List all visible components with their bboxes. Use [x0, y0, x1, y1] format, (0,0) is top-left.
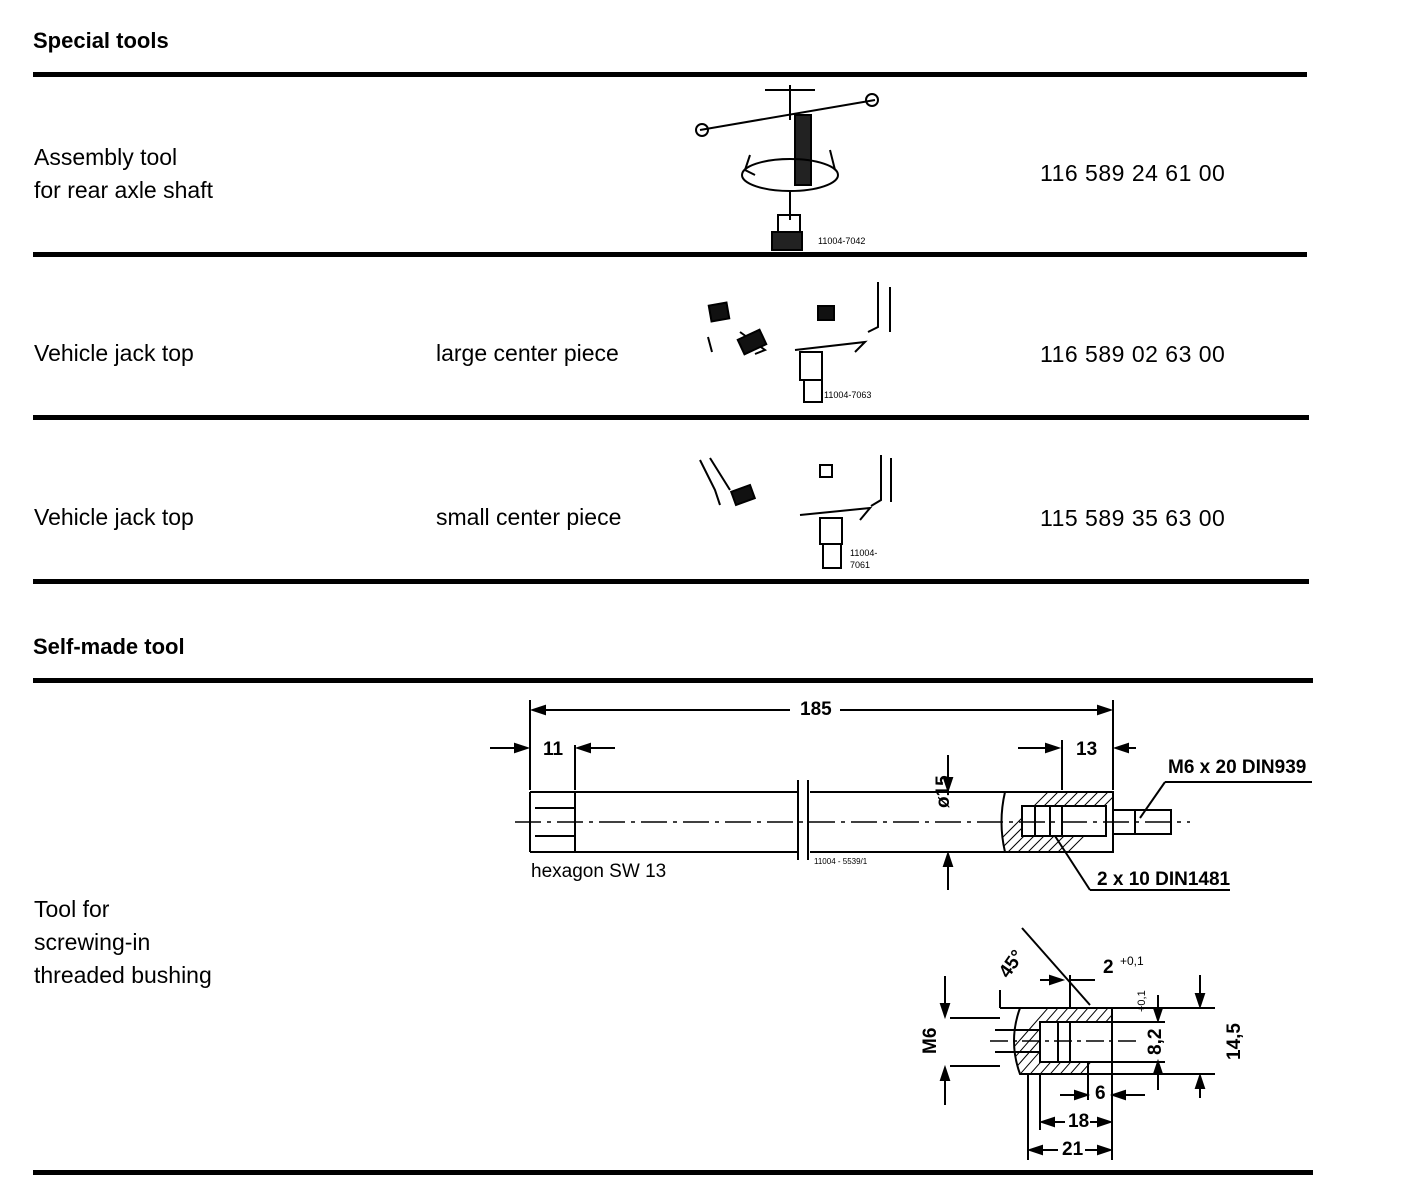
detail-6: 6: [1095, 1083, 1106, 1104]
assembly-tool-illustration: 11004-7042: [695, 85, 879, 251]
detail-gap: 2: [1103, 957, 1114, 978]
jack-top-large-illustration: 11004-7063: [707, 282, 891, 403]
row1-figure-code: 11004-7042: [818, 236, 865, 246]
rule-row2: [33, 415, 1309, 420]
screw-label: M6 x 20 DIN939: [1168, 757, 1307, 778]
self-made-tool-heading: Self-made tool: [33, 634, 185, 659]
row3-part-number: 115 589 35 63 00: [1040, 505, 1226, 531]
rule-self-made: [33, 678, 1313, 683]
pin-label: 2 x 10 DIN1481: [1097, 869, 1231, 890]
dim-13: 13: [1076, 739, 1098, 760]
diameter-label: ø15: [933, 775, 954, 808]
jack-top-small-illustration: 11004- 7061: [699, 455, 892, 570]
row2-description: Vehicle jack top: [34, 340, 194, 366]
detail-bore-tol: +0,1: [1136, 990, 1148, 1012]
self-made-description: Tool for screwing-in threaded bushing: [34, 896, 212, 988]
row2-part-number: 116 589 02 63 00: [1040, 341, 1226, 367]
detail-18: 18: [1068, 1111, 1090, 1132]
detail-thread: M6: [920, 1027, 941, 1054]
rule-row1: [33, 252, 1307, 257]
row1-part-number: 116 589 24 61 00: [1040, 160, 1226, 186]
detail-bore: 8,2: [1145, 1028, 1166, 1055]
hexagon-label: hexagon SW 13: [531, 861, 667, 882]
row2-variant: large center piece: [436, 340, 619, 366]
rule-top: [33, 72, 1307, 77]
row3-variant: small center piece: [436, 504, 622, 530]
rule-row3: [33, 579, 1309, 584]
detail-gap-tol: +0,1: [1120, 954, 1144, 968]
drawing-figure-code: 11004 - 5539/1: [814, 857, 868, 866]
detail-outer: 14,5: [1224, 1023, 1245, 1060]
row1-description: Assembly tool for rear axle shaft: [34, 144, 213, 203]
detail-21: 21: [1062, 1139, 1084, 1160]
rule-bottom: [33, 1170, 1313, 1175]
row2-figure-code: 11004-7063: [824, 390, 871, 400]
row3-description: Vehicle jack top: [34, 504, 194, 530]
dim-185: 185: [800, 699, 832, 720]
row3-figure-code-a: 11004-: [850, 548, 877, 558]
special-tools-heading: Special tools: [33, 28, 169, 53]
dim-11: 11: [543, 739, 564, 760]
row3-figure-code-b: 7061: [850, 560, 870, 570]
